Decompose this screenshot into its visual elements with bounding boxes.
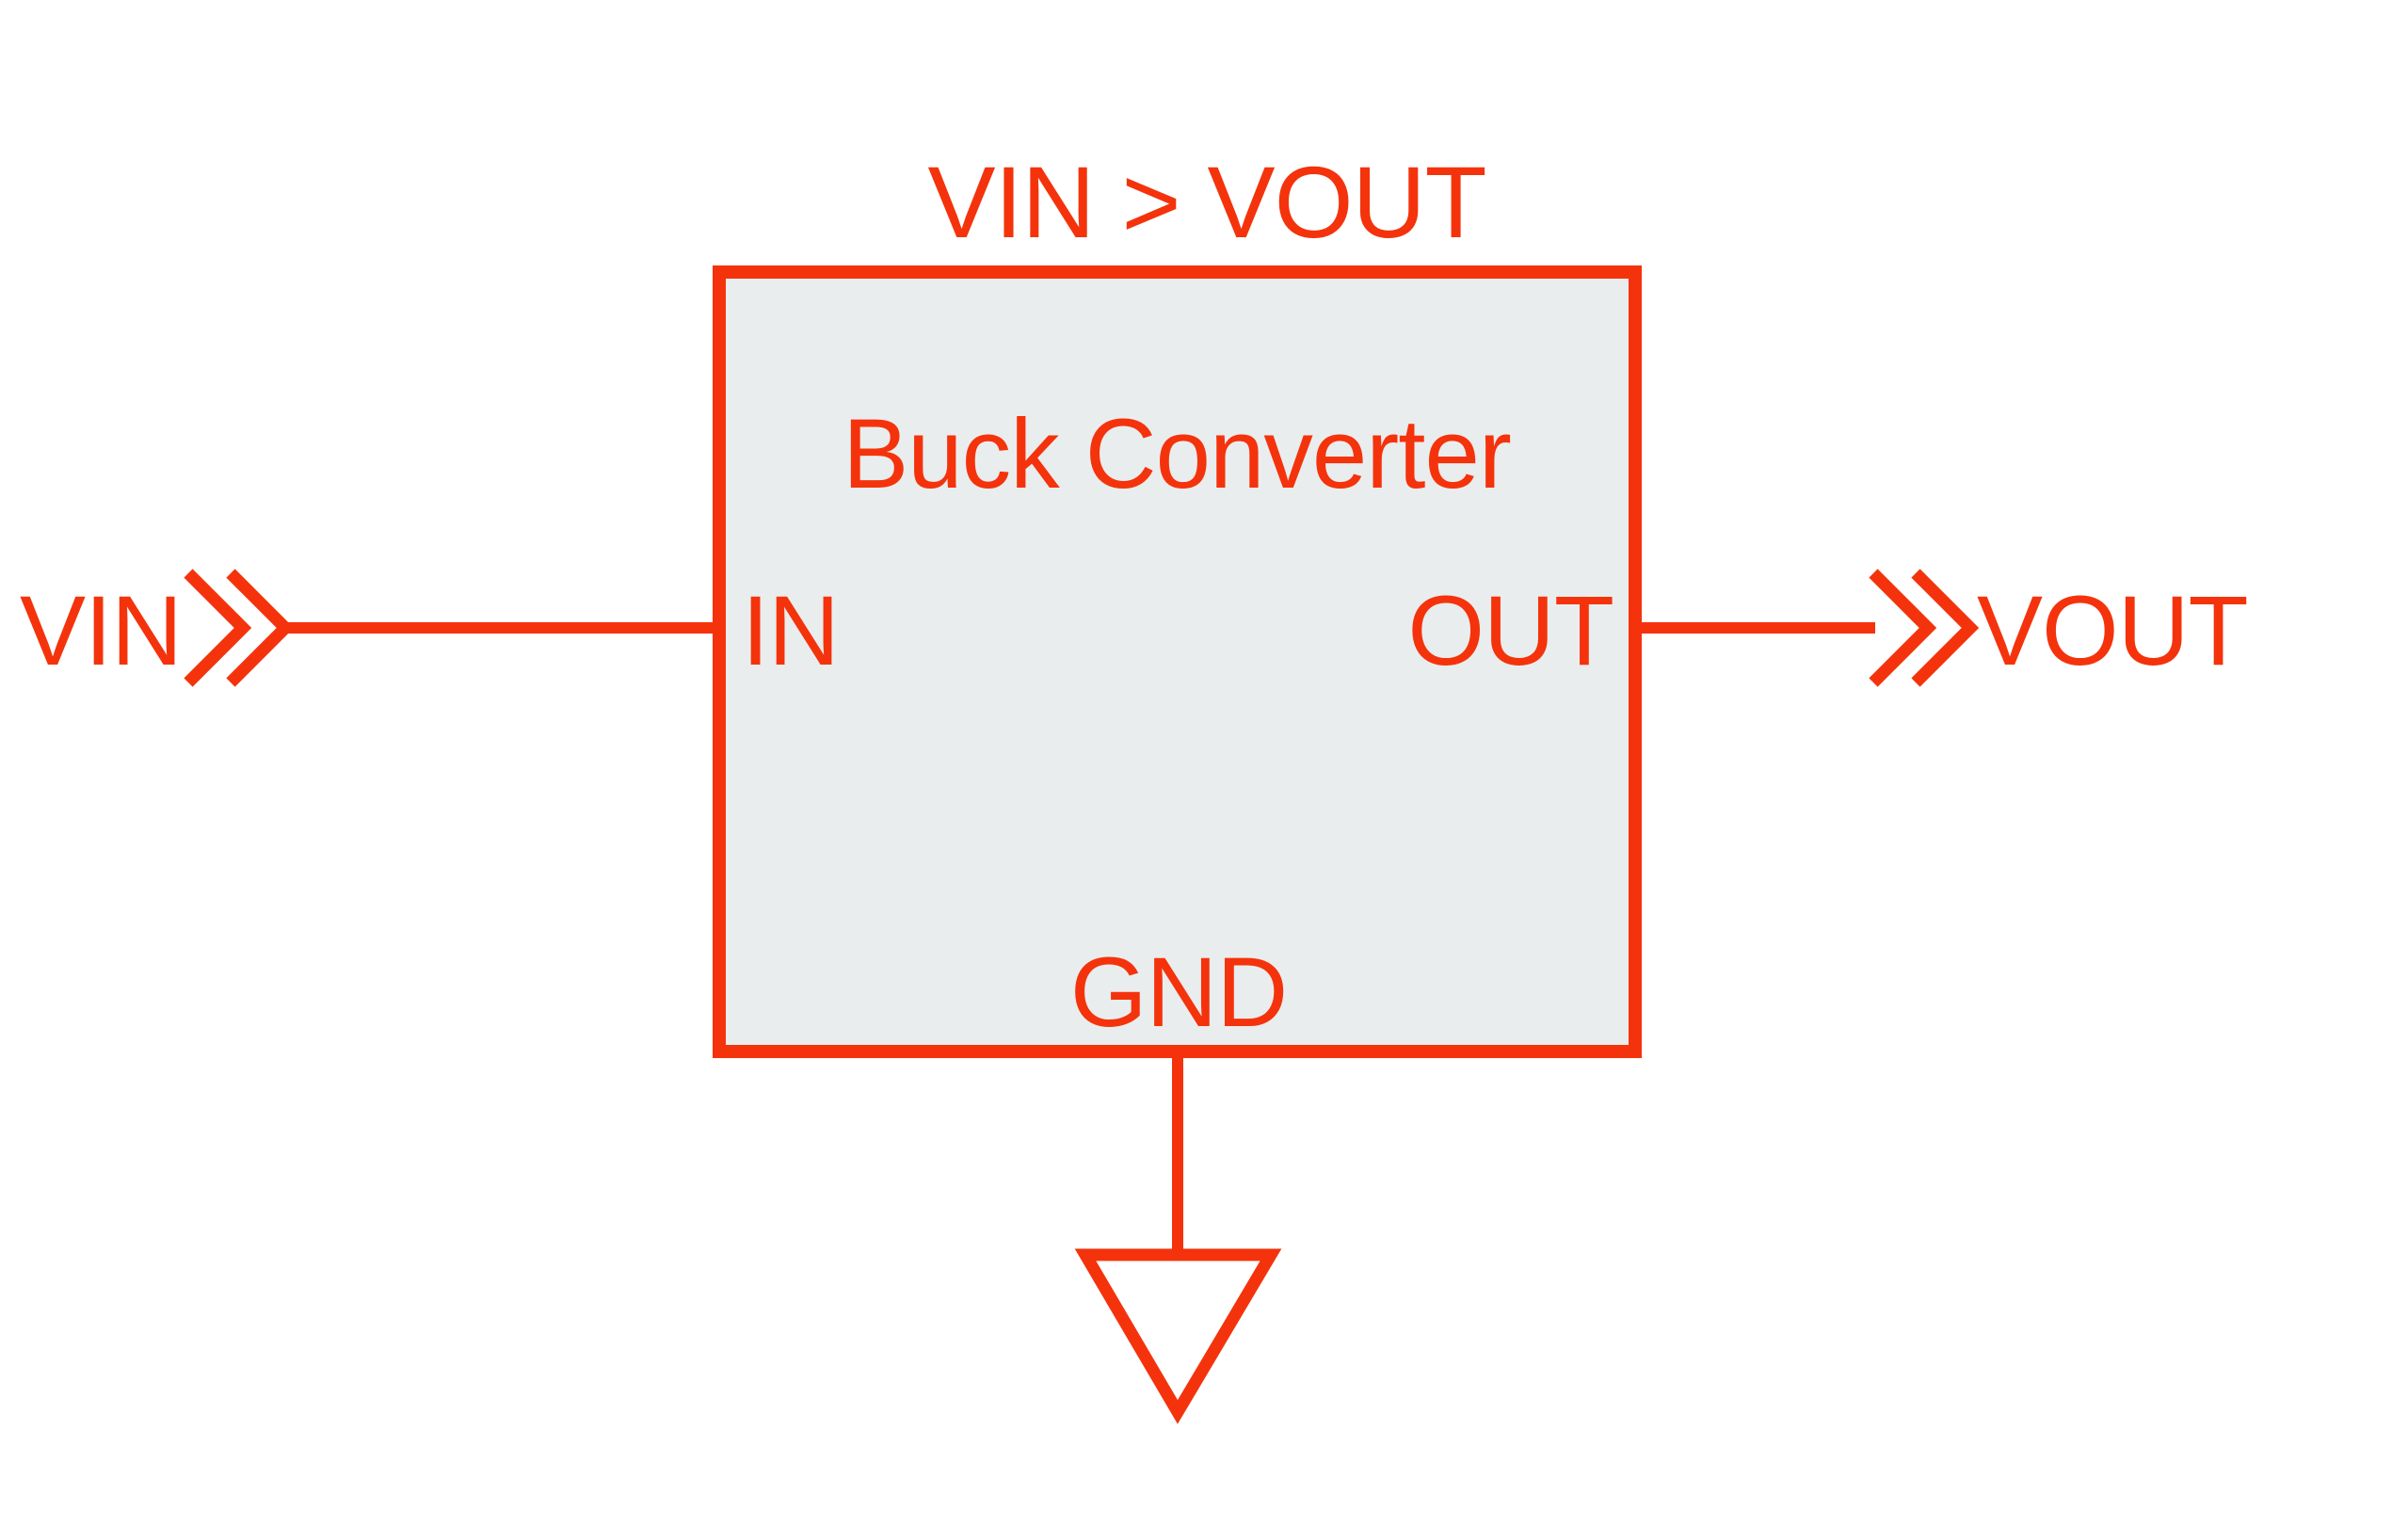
relation-title: VIN > VOUT [927, 145, 1485, 259]
block-label: Buck Converter [843, 399, 1511, 509]
pin-label-out: OUT [1407, 576, 1613, 686]
vin-port-label: VIN [20, 576, 182, 686]
vout-double-chevron-right-icon [1869, 569, 1980, 687]
vout-port-label: VOUT [1977, 576, 2248, 686]
pin-label-gnd: GND [1070, 938, 1287, 1048]
ground-triangle-icon [1074, 1248, 1282, 1424]
pin-label-in: IN [742, 576, 839, 686]
buck-converter-block [713, 265, 1642, 1058]
vin-double-chevron-right-icon [184, 569, 295, 687]
